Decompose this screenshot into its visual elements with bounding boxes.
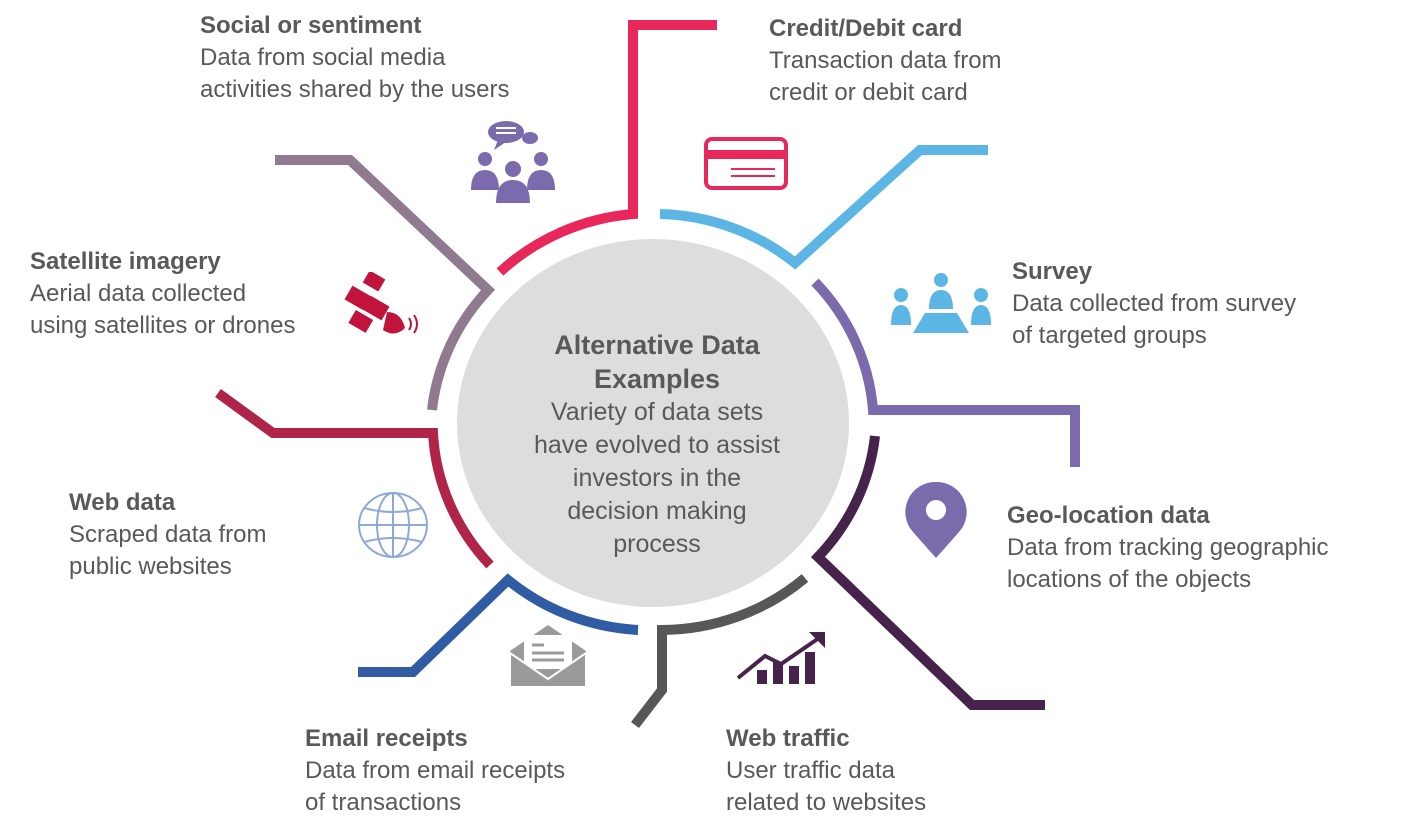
item-description: User traffic data related to websites [726, 757, 927, 816]
connector-web-data [215, 388, 494, 569]
item-credit: Credit/Debit card Transaction data from … [769, 13, 1002, 109]
connector-survey [659, 145, 988, 270]
people-chat-icon [471, 121, 555, 203]
item-title: Geo-location data [1007, 502, 1210, 529]
item-title: Credit/Debit card [769, 15, 963, 42]
item-description: Data from tracking geographic locations … [1007, 534, 1329, 593]
item-description: Transaction data from credit or debit ca… [769, 47, 1002, 106]
connector-web-traffic [631, 574, 809, 729]
item-description: Data from email receipts of transactions [305, 757, 566, 816]
connector-geo [810, 435, 1045, 710]
item-social: Social or sentiment Data from social med… [200, 10, 509, 106]
connector-email [358, 573, 639, 677]
item-email: Email receipts Data from email receipts … [305, 723, 565, 819]
map-pin-icon [905, 481, 967, 558]
item-title: Web data [69, 489, 176, 516]
trend-chart-icon [736, 632, 825, 684]
center-description: Variety of data sets have evolved to ass… [534, 398, 780, 558]
satellite-icon [344, 272, 418, 334]
survey-group-icon [891, 273, 991, 333]
credit-card-icon [704, 137, 788, 190]
item-description: Data collected from survey of targeted g… [1012, 290, 1297, 349]
item-web-traffic: Web traffic User traffic data related to… [726, 723, 926, 819]
email-icon [509, 625, 587, 688]
item-survey: Survey Data collected from survey of tar… [1012, 256, 1296, 352]
connector-satellite [275, 155, 496, 411]
connector-credit [496, 20, 717, 276]
item-description: Aerial data collected using satellites o… [30, 280, 296, 339]
globe-icon [358, 492, 428, 558]
item-geo: Geo-location data Data from tracking geo… [1007, 500, 1329, 596]
connector-survey-purple [811, 278, 1080, 467]
item-satellite: Satellite imagery Aerial data collected … [30, 246, 295, 342]
item-web-data: Web data Scraped data from public websit… [69, 487, 266, 583]
item-description: Scraped data from public websites [69, 521, 267, 580]
item-description: Data from social media activities shared… [200, 44, 510, 103]
center-circle [457, 239, 849, 607]
item-title: Email receipts [305, 725, 468, 752]
center-text: Alternative Data Examples Variety of dat… [500, 328, 814, 561]
item-title: Social or sentiment [200, 12, 422, 39]
item-title: Survey [1012, 258, 1093, 285]
item-title: Satellite imagery [30, 248, 221, 275]
center-title: Alternative Data Examples [554, 330, 760, 394]
item-title: Web traffic [726, 725, 850, 752]
